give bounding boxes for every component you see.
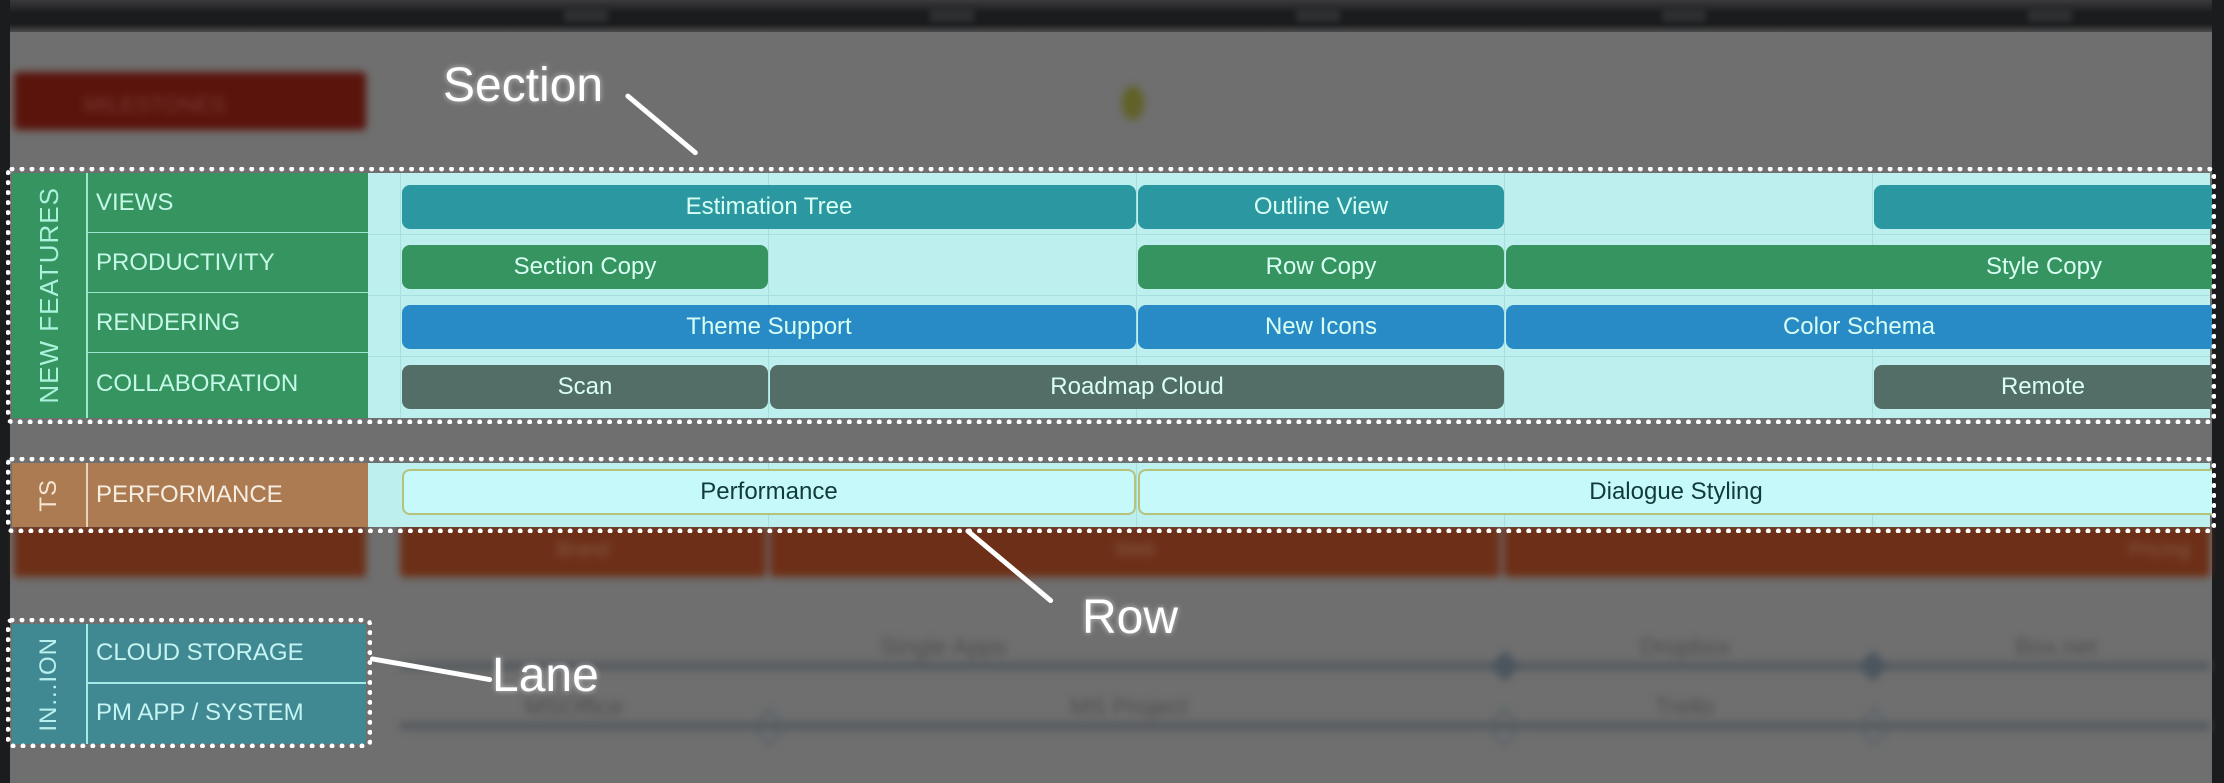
timeline-tick: [1296, 8, 1340, 22]
pm-app-track: [400, 722, 2210, 730]
annotation-row: Row: [1082, 591, 1179, 644]
timeline-tick: [564, 8, 608, 22]
bar-dialogue-styling[interactable]: Dialogue Styling: [1138, 469, 2212, 515]
section-improvements[interactable]: TS PERFORMANCE Performance Dialogue Styl…: [12, 463, 2212, 527]
bar-outline-view[interactable]: Outline View: [1138, 185, 1504, 229]
milestones-lane: MILESTONES: [14, 72, 366, 130]
bar-new-icons[interactable]: New Icons: [1138, 305, 1504, 349]
design-row-header: [14, 525, 366, 577]
row-header-collaboration[interactable]: COLLABORATION: [96, 370, 299, 397]
milestone-diamond-outline-icon: [1854, 707, 1894, 747]
lane-header-pm-app-system[interactable]: PM APP / SYSTEM: [96, 699, 304, 726]
cloud-storage-track: [400, 662, 2210, 670]
annotation-lane: Lane: [492, 649, 599, 702]
milestone-diamond-outline-icon: [1484, 707, 1524, 747]
pm-app-item: MSOffice: [525, 694, 624, 721]
bar-remote[interactable]: Remote: [1874, 365, 2212, 409]
design-bar: Pricing: [1504, 525, 2210, 577]
bar-section-copy[interactable]: Section Copy: [402, 245, 768, 289]
timeline-tick: [1662, 8, 1706, 22]
milestone-diamond-icon: [1857, 650, 1889, 682]
annotation-section: Section: [443, 59, 604, 112]
row-timeline-canvas: Performance Dialogue Styling: [368, 463, 2212, 527]
annotation-pointer-section: [624, 92, 699, 157]
design-bar: Brand: [400, 525, 766, 577]
pm-app-item: MS Project: [1070, 694, 1188, 721]
milestones-label: MILESTONES: [84, 92, 226, 117]
bar-color-schema[interactable]: Color Schema: [1506, 305, 2212, 349]
timeline-tick: [2028, 8, 2072, 22]
section-header[interactable]: TS: [12, 463, 88, 527]
pm-app-item: Trello: [1655, 694, 1715, 721]
row-header-rendering[interactable]: RENDERING: [88, 293, 368, 353]
row-header-views[interactable]: VIEWS: [88, 173, 368, 233]
cloud-item: Box.net: [2015, 634, 2097, 661]
cloud-item: Dropbox: [1640, 634, 1731, 661]
cloud-item: Single Apps: [880, 634, 1007, 661]
row-header-productivity[interactable]: PRODUCTIVITY: [88, 233, 368, 293]
design-bar: Web: [770, 525, 1500, 577]
bar-roadmap-cloud[interactable]: Roadmap Cloud: [770, 365, 1504, 409]
row-headers: VIEWS PRODUCTIVITY RENDERING COLLABORATI…: [88, 173, 368, 418]
milestone-diamond-outline-icon: [749, 707, 789, 747]
milestone-diamond-icon: [1489, 650, 1521, 682]
section-highlight-outline: [6, 167, 2216, 424]
lane-header-cloud-storage[interactable]: CLOUD STORAGE: [88, 624, 366, 684]
row-header-performance[interactable]: PERFORMANCE: [88, 463, 368, 527]
timeline-header: [0, 0, 2224, 32]
section-timeline-canvas: Estimation Tree Outline View Section Cop…: [368, 173, 2212, 418]
milestone-marker-icon: [1122, 86, 1144, 120]
section-integration[interactable]: IN...ION CLOUD STORAGE PM APP / SYSTEM: [12, 624, 366, 744]
bar-views-upcoming[interactable]: [1874, 185, 2212, 229]
bar-theme-support[interactable]: Theme Support: [402, 305, 1136, 349]
bar-performance[interactable]: Performance: [402, 469, 1136, 515]
bar-estimation-tree[interactable]: Estimation Tree: [402, 185, 1136, 229]
window-edge-left: [0, 0, 10, 783]
row-highlight-outline: [6, 457, 2216, 533]
lane-headers: CLOUD STORAGE PM APP / SYSTEM: [88, 624, 366, 744]
bar-style-copy[interactable]: Style Copy: [1506, 245, 2212, 289]
section-header[interactable]: IN...ION: [12, 624, 88, 744]
section-new-features[interactable]: NEW FEATURES VIEWS PRODUCTIVITY RENDERIN…: [12, 173, 2212, 418]
bar-row-copy[interactable]: Row Copy: [1138, 245, 1504, 289]
bar-scan[interactable]: Scan: [402, 365, 768, 409]
section-header[interactable]: NEW FEATURES: [12, 173, 88, 418]
timeline-tick: [930, 8, 974, 22]
lane-highlight-outline: [6, 618, 372, 748]
